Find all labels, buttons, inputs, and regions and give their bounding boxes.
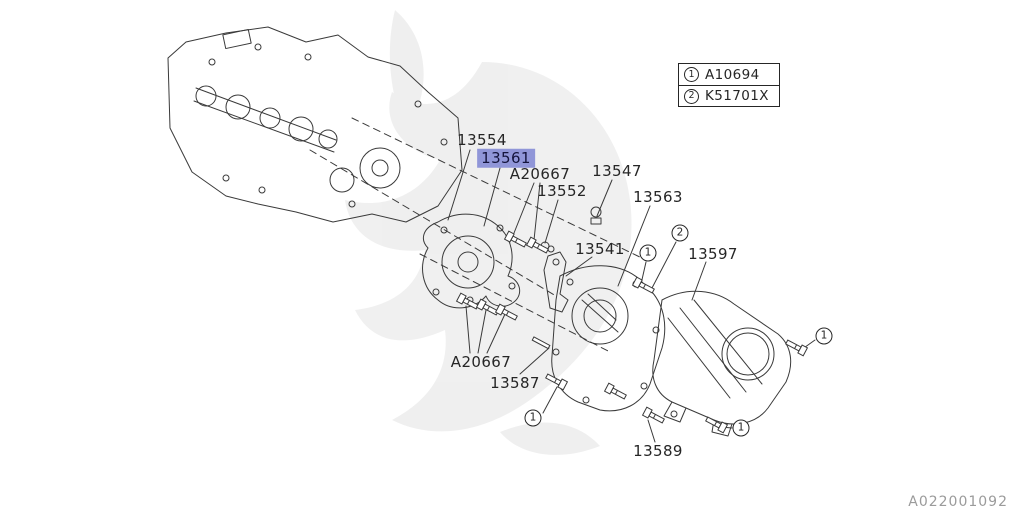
legend-row-2[interactable]: 2 K51701X [679, 85, 779, 106]
legend-code-1: A10694 [705, 66, 760, 83]
callout-marker-1-1[interactable]: 1 [639, 244, 657, 262]
callout-marker-1-2[interactable]: 1 [815, 327, 833, 345]
legend-code-2: K51701X [705, 88, 769, 104]
callout-marker-1-3[interactable]: 1 [524, 409, 542, 427]
callout-marker-1-4[interactable]: 1 [732, 419, 750, 437]
legend-marker-2: 2 [684, 88, 699, 104]
part-label-13552[interactable]: 13552 [537, 181, 587, 200]
watermark-graphic [345, 10, 632, 455]
part-label-A20667[interactable]: A20667 [509, 164, 571, 183]
part-label-13597[interactable]: 13597 [688, 244, 738, 263]
part-label-A20667[interactable]: A20667 [450, 352, 512, 371]
drawing-number: A022001092 [908, 494, 1008, 510]
part-label-13563[interactable]: 13563 [633, 187, 683, 206]
part-label-13547[interactable]: 13547 [592, 161, 642, 180]
legend-marker-1: 1 [684, 67, 699, 82]
part-label-13541[interactable]: 13541 [575, 239, 625, 258]
part-label-13589[interactable]: 13589 [633, 441, 683, 460]
legend-table: 1 A10694 2 K51701X [678, 63, 780, 107]
legend-row-1[interactable]: 1 A10694 [679, 64, 779, 85]
callout-marker-2-0[interactable]: 2 [671, 224, 689, 242]
part-label-13587[interactable]: 13587 [490, 373, 540, 392]
part-label-13554[interactable]: 13554 [457, 130, 507, 149]
part-label-13561-selected[interactable]: 13561 [477, 148, 535, 168]
